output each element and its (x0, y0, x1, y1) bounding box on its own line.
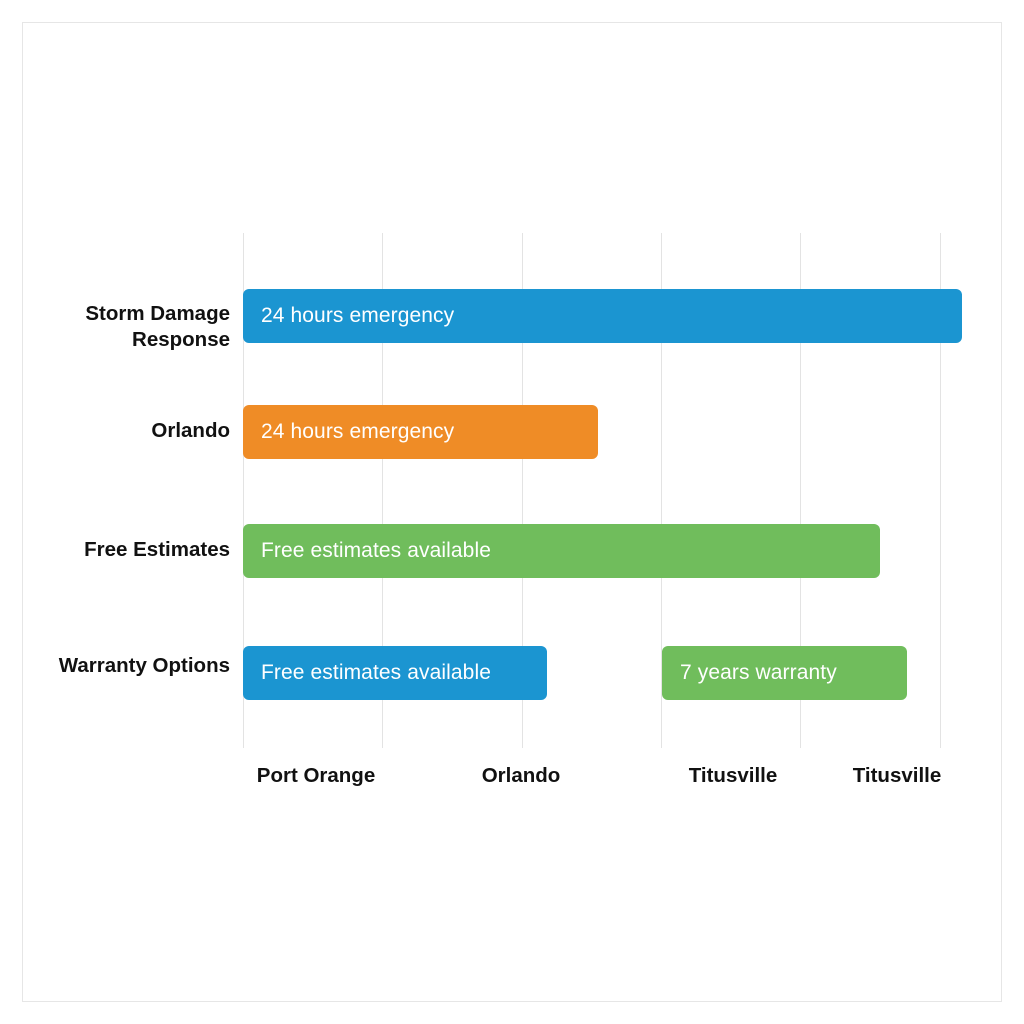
bar-free-estimates[interactable]: Free estimates available (243, 524, 880, 578)
y-axis-label-orlando: Orlando (151, 419, 230, 442)
y-axis-labels: Storm Damage Response Orlando Free Estim… (20, 233, 230, 748)
bar-warranty-options-free-estimates[interactable]: Free estimates available (243, 646, 547, 700)
gridline (522, 233, 523, 748)
bar-row-free-estimates: Free estimates available (243, 491, 940, 620)
y-axis-label-storm-damage-response: Storm Damage Response (85, 302, 230, 352)
plot-area: 24 hours emergency 24 hours emergency Fr… (243, 233, 962, 749)
x-axis-tick-port-orange: Port Orange (256, 764, 376, 787)
bar-value-label: 24 hours emergency (261, 420, 455, 443)
x-axis-tick-titusville-2: Titusville (852, 764, 942, 787)
gridline (382, 233, 383, 748)
bar-storm-damage-response[interactable]: 24 hours emergency (243, 289, 962, 343)
bar-warranty-options-7-years-warranty[interactable]: 7 years warranty (662, 646, 907, 700)
bar-row-warranty-options: Free estimates available 7 years warrant… (243, 620, 940, 749)
x-axis-labels: Port Orange Orlando Titusville Titusvill… (0, 758, 1024, 808)
y-axis-label-free-estimates: Free Estimates (84, 538, 230, 561)
gridline (800, 233, 801, 748)
bar-value-label: 7 years warranty (680, 661, 837, 684)
gridline (661, 233, 662, 748)
bar-value-label: Free estimates available (261, 539, 492, 562)
bar-value-label: 24 hours emergency (261, 304, 455, 327)
gridline (940, 233, 941, 748)
x-axis-tick-titusville-1: Titusville (688, 764, 778, 787)
y-axis-label-warranty-options: Warranty Options (58, 654, 230, 677)
bar-row-storm-damage-response: 24 hours emergency (243, 233, 962, 362)
figure-frame (22, 22, 1002, 1002)
x-axis-tick-orlando: Orlando (481, 764, 561, 787)
gridline (243, 233, 244, 748)
bar-value-label: Free estimates available (261, 661, 492, 684)
bar-orlando[interactable]: 24 hours emergency (243, 405, 598, 459)
bar-row-orlando: 24 hours emergency (243, 362, 940, 491)
